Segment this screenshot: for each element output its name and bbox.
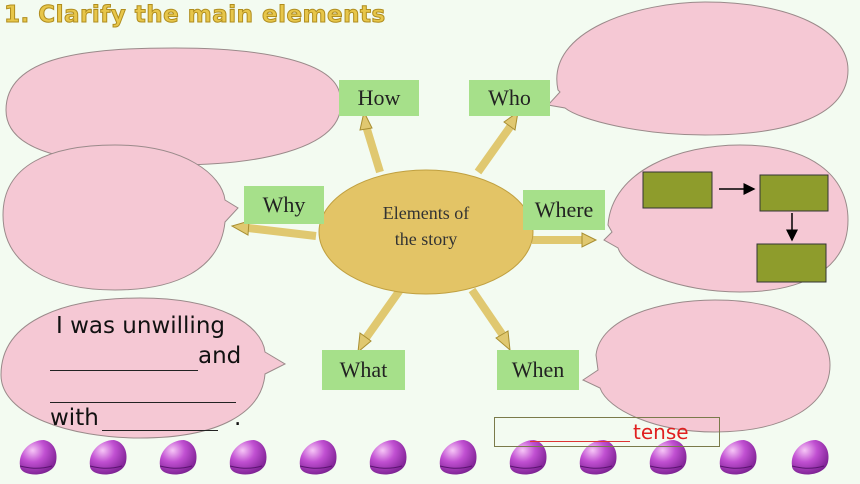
what-bubble-line4: .	[234, 405, 242, 431]
shell-icon	[791, 440, 829, 475]
bubble-what	[0, 297, 287, 439]
label-how: How	[339, 80, 419, 116]
arrow-how	[359, 110, 384, 174]
shell-icon	[299, 440, 337, 475]
label-who: Who	[469, 80, 550, 116]
flow-box-3	[756, 243, 827, 283]
arrow-what	[357, 287, 404, 354]
label-when: When	[497, 350, 579, 390]
shell-icon	[509, 440, 547, 475]
shell-icon	[579, 440, 617, 475]
flow-box-1	[642, 171, 713, 209]
flow-box-2	[759, 174, 829, 212]
shell-icon	[649, 440, 687, 475]
shell-icon	[369, 440, 407, 475]
center-ellipse	[318, 169, 534, 295]
bubble-why	[2, 144, 239, 291]
tense-box	[494, 417, 720, 447]
label-where: Where	[523, 190, 605, 230]
blank-line-2	[50, 402, 236, 403]
shell-icon	[159, 440, 197, 475]
arrow-who	[474, 110, 519, 175]
label-why: Why	[244, 186, 324, 224]
bubble-who	[547, 1, 849, 136]
shell-icon	[89, 440, 127, 475]
tense-label: tense	[633, 420, 689, 444]
bubble-when	[581, 299, 831, 433]
tense-blank-line	[530, 441, 630, 442]
what-bubble-line3: with	[50, 405, 99, 431]
shell-icon	[229, 440, 267, 475]
center-label-line1: Elements of	[382, 203, 470, 223]
slide-title: 1. Clarify the main elements	[4, 2, 386, 29]
arrow-why	[230, 220, 317, 240]
shell-icon	[439, 440, 477, 475]
center-label-line2: the story	[394, 229, 458, 249]
shell-row	[19, 440, 829, 475]
blank-line-1	[50, 370, 198, 371]
blank-line-3	[102, 430, 218, 431]
what-bubble-line2: and	[198, 343, 242, 369]
bubble-how	[5, 47, 364, 166]
what-bubble-line1: I was unwilling	[56, 313, 225, 339]
shell-icon	[719, 440, 757, 475]
arrow-where	[532, 232, 598, 248]
arrow-when	[468, 287, 511, 352]
center-label: Elements of the story	[346, 200, 506, 252]
label-what: What	[322, 350, 405, 390]
shell-icon	[19, 440, 57, 475]
